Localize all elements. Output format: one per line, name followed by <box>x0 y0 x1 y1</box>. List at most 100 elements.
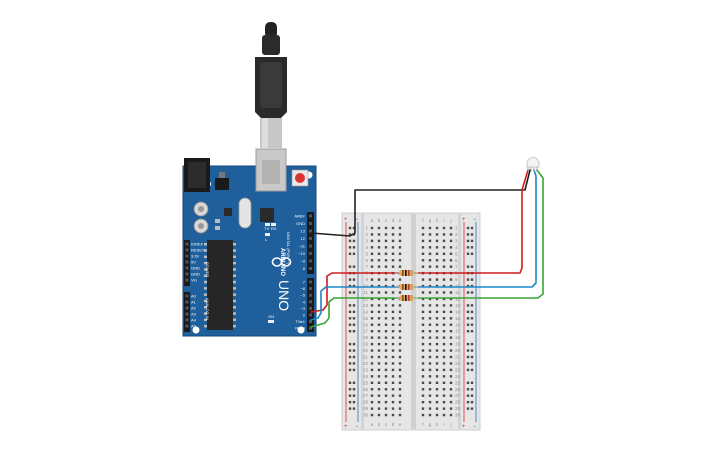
digital-pin[interactable] <box>309 244 312 248</box>
breadboard-hole[interactable] <box>377 259 381 262</box>
breadboard-hole[interactable] <box>449 375 453 378</box>
breadboard-hole[interactable] <box>377 246 381 249</box>
breadboard-hole[interactable] <box>391 375 395 378</box>
breadboard-hole[interactable] <box>377 400 381 404</box>
rail-hole[interactable] <box>348 246 352 249</box>
breadboard-hole[interactable] <box>449 362 453 365</box>
breadboard-hole[interactable] <box>398 381 402 384</box>
breadboard-hole[interactable] <box>391 330 395 333</box>
breadboard-hole[interactable] <box>442 342 446 346</box>
breadboard-hole[interactable] <box>384 394 388 397</box>
breadboard-hole[interactable] <box>428 355 432 359</box>
rail-hole[interactable] <box>466 355 470 359</box>
breadboard-hole[interactable] <box>370 355 374 359</box>
blue-wire-arduino[interactable] <box>310 286 401 321</box>
breadboard-hole[interactable] <box>449 381 453 384</box>
breadboard-hole[interactable] <box>435 233 439 236</box>
rail-hole[interactable] <box>352 252 356 255</box>
breadboard-hole[interactable] <box>384 278 388 281</box>
breadboard-hole[interactable] <box>449 400 453 404</box>
digital-pin[interactable] <box>309 229 312 233</box>
breadboard-hole[interactable] <box>391 278 395 281</box>
breadboard-hole[interactable] <box>449 349 453 352</box>
breadboard-hole[interactable] <box>435 368 439 372</box>
rail-hole[interactable] <box>470 239 474 243</box>
breadboard-hole[interactable] <box>421 394 425 397</box>
rail-hole[interactable] <box>470 252 474 255</box>
breadboard-hole[interactable] <box>435 407 439 410</box>
breadboard-hole[interactable] <box>428 368 432 372</box>
breadboard-hole[interactable] <box>442 246 446 249</box>
rail-hole[interactable] <box>470 362 474 365</box>
rail-hole[interactable] <box>470 278 474 281</box>
breadboard-hole[interactable] <box>449 304 453 307</box>
breadboard-hole[interactable] <box>370 226 374 230</box>
breadboard-hole[interactable] <box>435 342 439 346</box>
breadboard-hole[interactable] <box>370 304 374 307</box>
breadboard-hole[interactable] <box>398 226 402 230</box>
breadboard-hole[interactable] <box>442 355 446 359</box>
breadboard-hole[interactable] <box>370 400 374 404</box>
rail-hole[interactable] <box>352 284 356 288</box>
digital-pin[interactable] <box>309 313 312 317</box>
breadboard-hole[interactable] <box>377 375 381 378</box>
blue-wire-led[interactable] <box>432 169 537 288</box>
breadboard-hole[interactable] <box>435 252 439 255</box>
breadboard-hole[interactable] <box>449 265 453 268</box>
rail-hole[interactable] <box>348 388 352 391</box>
breadboard-hole[interactable] <box>398 362 402 365</box>
rail-hole[interactable] <box>470 246 474 249</box>
breadboard-hole[interactable] <box>377 252 381 255</box>
breadboard-hole[interactable] <box>449 310 453 314</box>
rail-hole[interactable] <box>348 233 352 236</box>
breadboard-hole[interactable] <box>449 233 453 236</box>
breadboard-hole[interactable] <box>398 310 402 314</box>
analog-pin[interactable] <box>185 324 189 328</box>
breadboard-hole[interactable] <box>435 413 439 417</box>
breadboard-hole[interactable] <box>442 284 446 288</box>
breadboard-hole[interactable] <box>391 291 395 294</box>
rail-hole[interactable] <box>352 323 356 326</box>
rail-hole[interactable] <box>470 400 474 404</box>
breadboard-hole[interactable] <box>370 317 374 320</box>
breadboard-hole[interactable] <box>398 375 402 378</box>
breadboard-hole[interactable] <box>428 284 432 288</box>
breadboard-hole[interactable] <box>391 394 395 397</box>
breadboard-hole[interactable] <box>449 246 453 249</box>
breadboard-hole[interactable] <box>377 362 381 365</box>
rail-hole[interactable] <box>352 407 356 410</box>
breadboard-hole[interactable] <box>398 265 402 268</box>
breadboard-hole[interactable] <box>442 394 446 397</box>
breadboard-hole[interactable] <box>421 400 425 404</box>
breadboard-hole[interactable] <box>391 284 395 288</box>
breadboard-hole[interactable] <box>370 278 374 281</box>
breadboard-hole[interactable] <box>421 349 425 352</box>
rail-hole[interactable] <box>352 246 356 249</box>
breadboard-hole[interactable] <box>377 278 381 281</box>
rail-hole[interactable] <box>352 394 356 397</box>
breadboard-hole[interactable] <box>370 368 374 372</box>
breadboard-hole[interactable] <box>391 355 395 359</box>
breadboard-hole[interactable] <box>398 349 402 352</box>
breadboard-hole[interactable] <box>398 246 402 249</box>
rail-hole[interactable] <box>470 317 474 320</box>
breadboard-hole[interactable] <box>435 388 439 391</box>
breadboard-hole[interactable] <box>421 246 425 249</box>
rail-hole[interactable] <box>348 310 352 314</box>
rail-hole[interactable] <box>470 304 474 307</box>
breadboard-hole[interactable] <box>421 375 425 378</box>
rail-hole[interactable] <box>466 394 470 397</box>
rail-hole[interactable] <box>352 362 356 365</box>
rail-hole[interactable] <box>470 226 474 230</box>
rail-hole[interactable] <box>348 239 352 243</box>
breadboard-hole[interactable] <box>377 284 381 288</box>
breadboard-hole[interactable] <box>428 278 432 281</box>
breadboard-hole[interactable] <box>377 336 381 339</box>
breadboard-hole[interactable] <box>384 226 388 230</box>
rail-hole[interactable] <box>348 278 352 281</box>
breadboard-hole[interactable] <box>449 413 453 417</box>
breadboard-hole[interactable] <box>442 304 446 307</box>
breadboard-hole[interactable] <box>398 342 402 346</box>
breadboard-hole[interactable] <box>384 342 388 346</box>
breadboard-hole[interactable] <box>391 239 395 243</box>
